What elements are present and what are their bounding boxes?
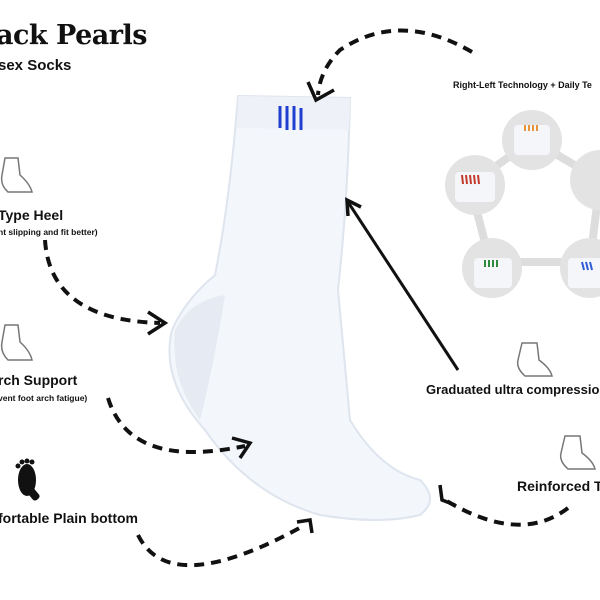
thumb-blue: [560, 238, 600, 298]
toe-sock-icon: [559, 435, 596, 470]
thumb-green: [462, 238, 522, 298]
heel-sock-icon: [0, 157, 33, 193]
thumb-orange: [502, 110, 562, 170]
compression-title: Graduated ultra compression: [426, 382, 600, 397]
heel-note: nt slipping and fit better): [0, 227, 98, 237]
dashed-arrows: [43, 28, 570, 568]
arch-sock-icon: [0, 324, 33, 361]
brand-title: ack Pearls: [0, 20, 147, 51]
arch-title: rch Support: [0, 372, 78, 388]
bottom-title: fortable Plain bottom: [0, 510, 138, 526]
compression-sock-icon: [516, 342, 553, 377]
brand-subtitle: sex Socks: [0, 57, 72, 74]
thumb-purple: [570, 150, 600, 210]
toe-title: Reinforced T: [517, 478, 600, 494]
technology-diagram: [445, 110, 600, 298]
heel-title: Type Heel: [0, 207, 64, 223]
technology-heading: Right-Left Technology + Daily Te: [453, 80, 592, 90]
arch-note: vent foot arch fatigue): [0, 393, 88, 403]
thumb-red: [445, 155, 505, 215]
foot-icon: [15, 458, 40, 501]
sock-image: [168, 94, 431, 521]
